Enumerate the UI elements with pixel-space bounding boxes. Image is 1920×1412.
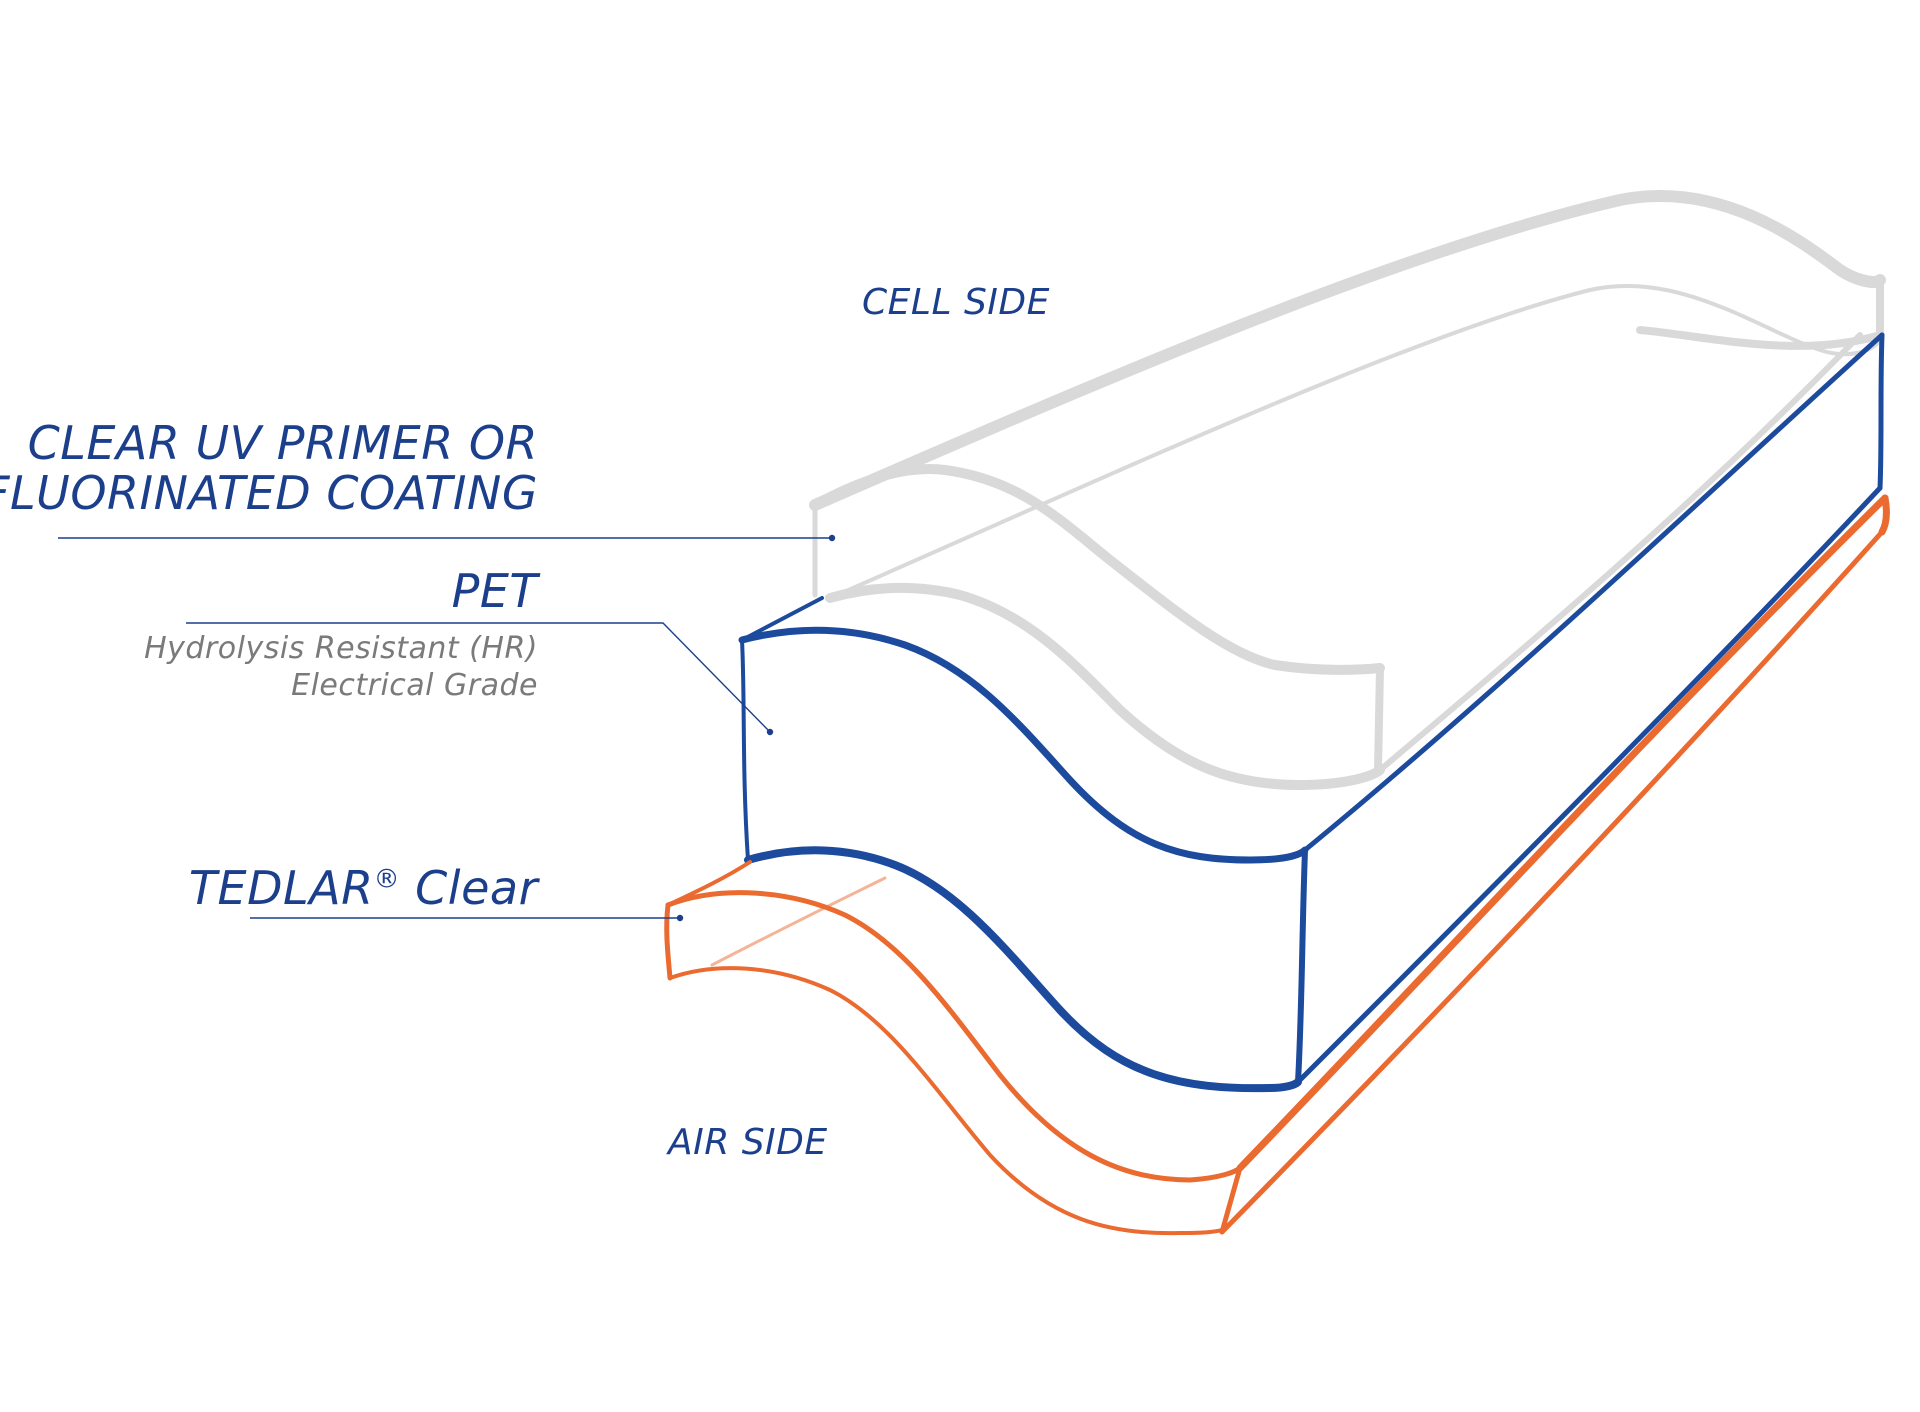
tedlar-right-bottom-edge — [1219, 529, 1885, 1235]
tedlar-label: TEDLAR® Clear — [189, 863, 538, 913]
tedlar-left-edge — [664, 902, 673, 981]
pet-leader-line — [186, 622, 771, 733]
coating-front-top-wave — [810, 464, 1385, 675]
pet-leader-dot — [766, 728, 774, 736]
pet-back-right-edge — [1877, 332, 1885, 491]
tedlar-front-top-wave — [665, 890, 1243, 1183]
coating-front-bottom-wave — [825, 582, 1385, 790]
pet-top-left-connector — [740, 596, 824, 642]
pet-front-right-edge — [1295, 847, 1308, 1085]
tedlar-label-suffix: Clear — [400, 861, 538, 915]
coating-inner-back-line — [828, 284, 1882, 600]
pet-label: PET — [451, 564, 538, 618]
leader-lines — [58, 534, 836, 922]
pet-sublabel-line2: Electrical Grade — [291, 668, 538, 703]
coating-top-back-edge — [809, 190, 1886, 511]
coating-label-line1: CLEAR UV PRIMER OR — [27, 416, 538, 470]
pet-sublabel-line1: Hydrolysis Resistant (HR) — [144, 631, 538, 666]
pet-layer — [738, 332, 1885, 1093]
pet-right-bottom-edge — [1295, 485, 1883, 1085]
pet-right-top-edge — [1302, 332, 1885, 853]
cell-side-label: CELL SIDE — [862, 282, 1050, 323]
coating-right-long-edge — [1377, 332, 1863, 773]
pet-left-edge — [740, 638, 750, 862]
tedlar-inner-back-line — [710, 876, 887, 967]
air-side-label: AIR SIDE — [668, 1122, 828, 1163]
tedlar-back-right-edge — [1878, 494, 1890, 536]
tedlar-layer — [664, 494, 1890, 1236]
coating-front-right-edge — [1374, 664, 1384, 774]
coating-layer — [809, 190, 1886, 790]
tedlar-right-top-edge — [1236, 494, 1889, 1172]
coating-right-cap — [1636, 276, 1884, 350]
tedlar-label-name: TEDLAR — [188, 861, 374, 915]
pet-front-top-wave — [738, 626, 1309, 864]
tedlar-front-bottom-wave — [668, 966, 1224, 1236]
pet-front-bottom-wave — [744, 846, 1302, 1093]
tedlar-leader-dot — [676, 914, 684, 922]
tedlar-front-right-edge — [1219, 1165, 1243, 1235]
coating-leader-dot — [828, 534, 836, 542]
tedlar-registered-mark: ® — [373, 864, 401, 895]
coating-label-line2: FLUORINATED COATING — [0, 466, 538, 520]
